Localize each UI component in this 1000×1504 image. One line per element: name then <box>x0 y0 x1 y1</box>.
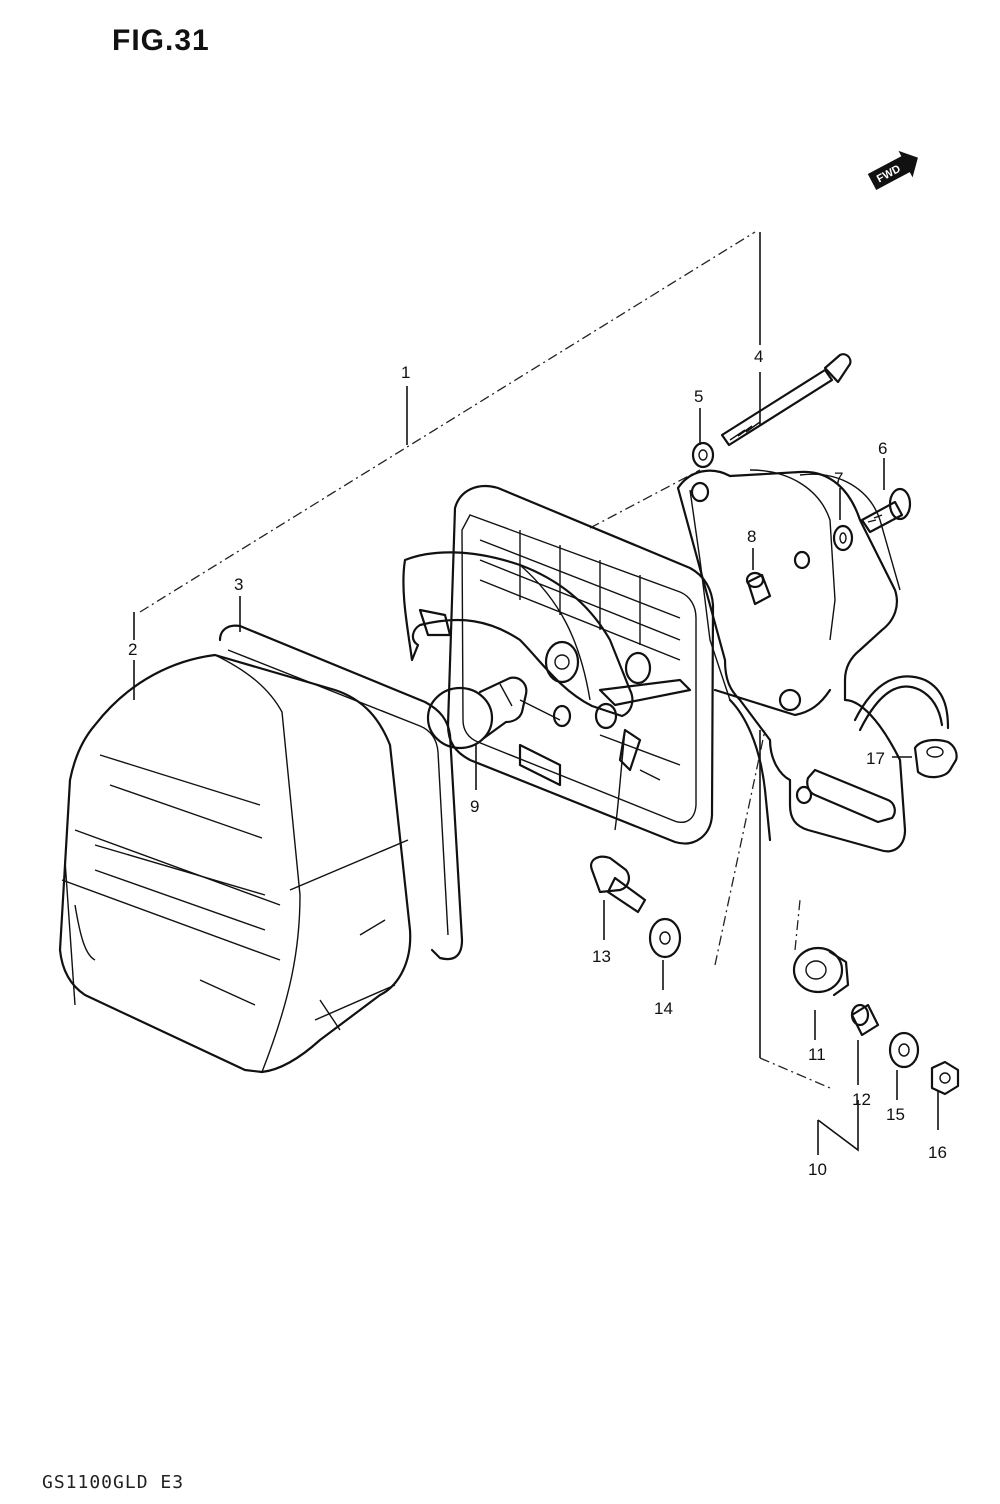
mounting-bracket-part-10 <box>676 469 907 853</box>
washer-part-5 <box>691 441 715 469</box>
callout-labels: 1 2 3 4 5 6 7 8 9 10 11 12 13 14 15 16 1… <box>128 347 947 1179</box>
tail-light-housing-part-1 <box>446 484 715 845</box>
callout-11: 11 <box>808 1045 826 1064</box>
figure-title: FIG.31 <box>112 24 210 57</box>
callout-17: 17 <box>866 749 885 768</box>
callout-16: 16 <box>928 1143 947 1162</box>
washer-part-15 <box>888 1031 920 1069</box>
reflector-plate <box>402 551 692 831</box>
callout-15: 15 <box>886 1105 905 1124</box>
tail-lens-part-2 <box>58 653 412 1074</box>
callout-10: 10 <box>808 1160 827 1179</box>
callout-13: 13 <box>592 947 611 966</box>
bolt-part-13 <box>590 855 647 914</box>
grommet-part-17 <box>913 738 958 779</box>
lock-washer-part-7 <box>832 524 854 552</box>
forward-direction-arrow: FWD <box>867 150 918 190</box>
long-bolt-part-4 <box>720 353 852 447</box>
grommet-part-11 <box>792 946 850 997</box>
assembly-guide-lines <box>139 231 831 1089</box>
washer-part-14 <box>648 917 682 959</box>
screw-part-6 <box>860 487 912 534</box>
callout-3: 3 <box>234 575 243 594</box>
model-code-footer: GS1100GLD E3 <box>42 1472 185 1493</box>
callout-1: 1 <box>401 363 410 382</box>
bulb-part-9 <box>426 676 528 750</box>
callout-6: 6 <box>878 439 887 458</box>
callout-5: 5 <box>694 387 703 406</box>
callout-4: 4 <box>754 347 763 366</box>
callout-12: 12 <box>852 1090 871 1109</box>
lens-gasket-part-3 <box>218 624 464 961</box>
callout-2: 2 <box>128 640 137 659</box>
nut-part-16 <box>930 1060 960 1096</box>
spacer-part-8 <box>745 571 772 606</box>
callout-14: 14 <box>654 999 673 1018</box>
wire-harness <box>853 675 950 732</box>
callout-9: 9 <box>470 797 479 816</box>
callout-leader-lines <box>133 232 939 1155</box>
callout-8: 8 <box>747 527 756 546</box>
callout-7: 7 <box>834 469 843 488</box>
collar-part-12 <box>850 1003 880 1037</box>
